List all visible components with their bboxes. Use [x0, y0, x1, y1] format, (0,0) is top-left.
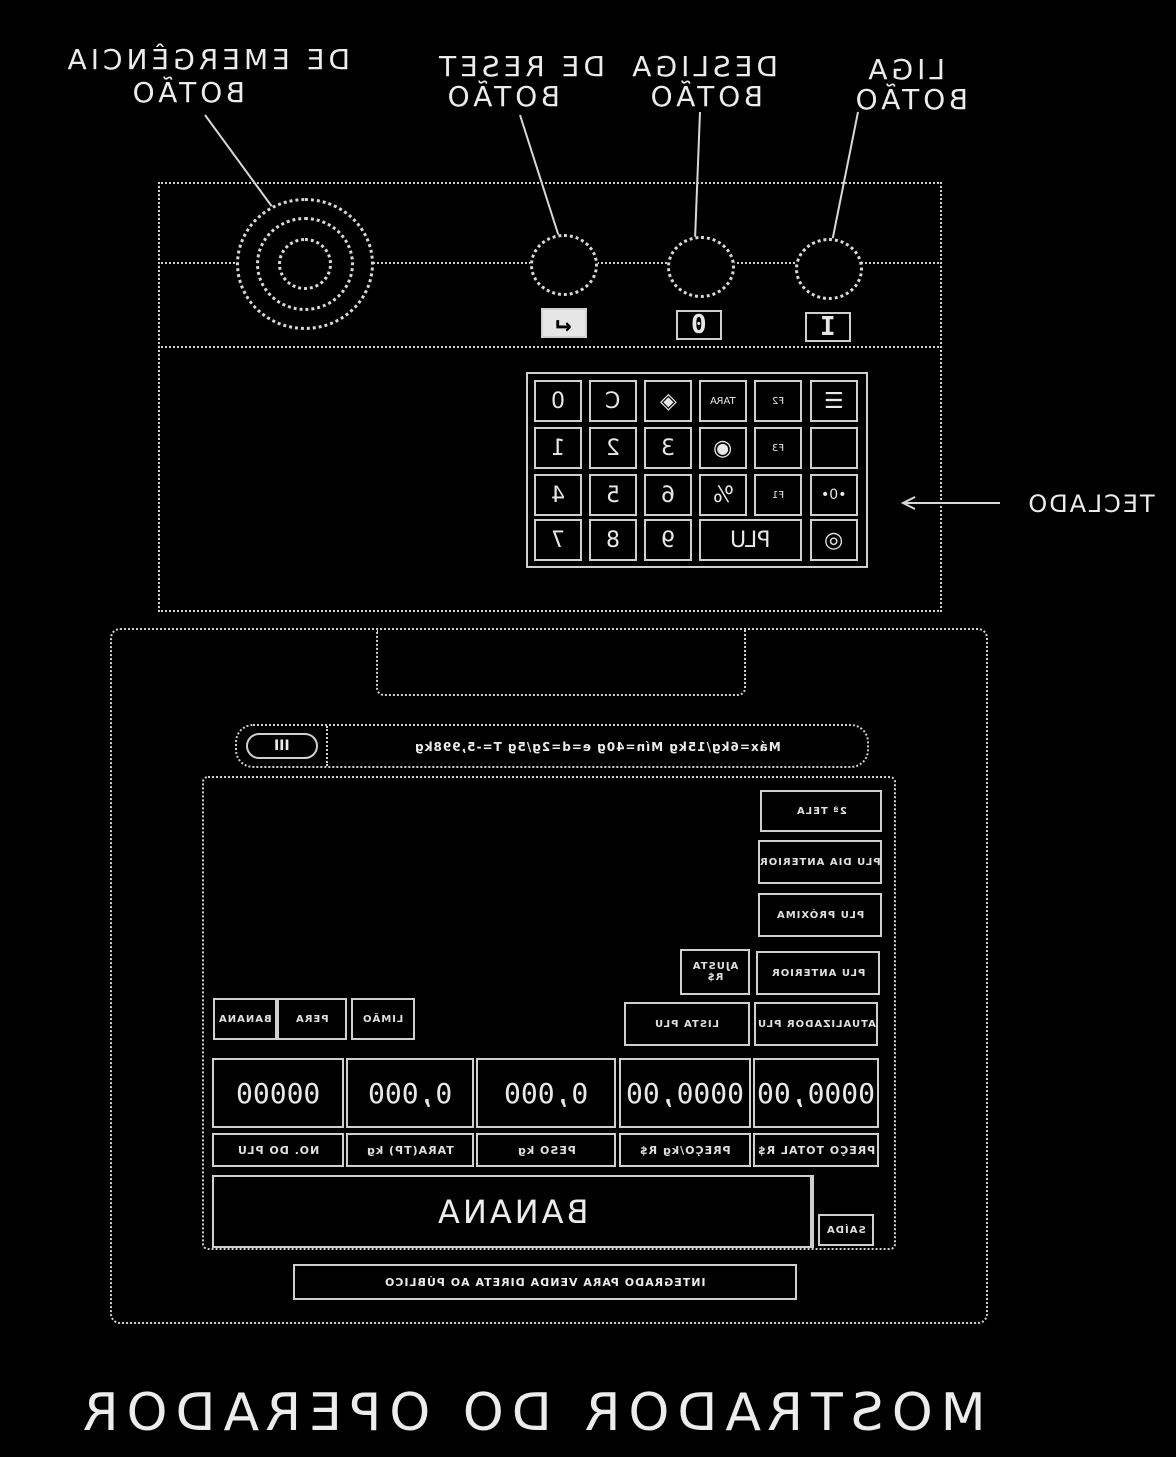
display-screen [202, 776, 896, 1250]
key-0[interactable]: 0 [534, 380, 582, 422]
key-f1[interactable]: F1 [754, 474, 802, 516]
value-preco-kg: 0000,00 [619, 1058, 751, 1128]
atualizador-plu-button[interactable]: ATUALIZADOR PLU [754, 1002, 878, 1046]
desliga-symbol: 0 [676, 310, 722, 340]
keypad [526, 372, 868, 568]
key-c[interactable]: C [589, 380, 637, 422]
status-bar-divider [326, 726, 328, 766]
teclado-label: TECLADO [1026, 490, 1155, 518]
key-tara[interactable]: TARA [699, 380, 747, 422]
reset-button[interactable] [530, 234, 598, 296]
value-plu-number: 00000 [212, 1058, 344, 1128]
product-button-pera[interactable]: PERA [277, 998, 347, 1040]
plu-proxima-button[interactable]: PLU PRÓXIMA [758, 893, 882, 937]
product-button-banana[interactable]: BANANA [213, 998, 277, 1040]
key-target[interactable]: ◉ [699, 427, 747, 469]
status-text: Máx=6kg/15kg Mín=40g e=d=2g/5g T=-5,998k… [414, 740, 781, 754]
product-button-limao[interactable]: LIMÃO [351, 998, 415, 1040]
reset-symbol: ↵ [541, 308, 587, 338]
emergency-button-core [278, 238, 332, 290]
key-2[interactable]: 2 [589, 427, 637, 469]
key-f2[interactable]: F2 [754, 380, 802, 422]
lista-plu-button[interactable]: LISTA PLU [624, 1002, 750, 1046]
value-peso: 0,000 [476, 1058, 616, 1128]
status-icon: III [246, 733, 318, 759]
key-plu[interactable]: PLU [699, 519, 802, 561]
key-diamond[interactable]: ◈ [644, 380, 692, 422]
display-tab [376, 630, 746, 696]
key-menu[interactable]: ☰ [810, 380, 858, 422]
value-preco-total: 0000,00 [753, 1058, 879, 1128]
product-name-side [812, 1175, 878, 1248]
key-7[interactable]: 7 [534, 519, 582, 561]
key-4[interactable]: 4 [534, 474, 582, 516]
key-5[interactable]: 5 [589, 474, 637, 516]
header-plu-number: NO. DO PLU [212, 1133, 344, 1167]
key-percent[interactable]: % [699, 474, 747, 516]
header-peso: PESO kg [476, 1133, 616, 1167]
key-6[interactable]: 6 [644, 474, 692, 516]
desliga-button[interactable] [667, 236, 735, 298]
emergency-button-inner [256, 217, 354, 311]
key-9[interactable]: 9 [644, 519, 692, 561]
key-eye[interactable]: ◎ [810, 519, 858, 561]
header-preco-total: PREÇO TOTAL R$ [753, 1133, 879, 1167]
display-housing [110, 628, 988, 1324]
panel-divider [158, 346, 942, 348]
header-preco-kg: PREÇO/kg R$ [619, 1133, 751, 1167]
page-title: MOSTRADOR DO OPERADOR [74, 1383, 986, 1443]
liga-button[interactable] [795, 238, 863, 300]
product-name-box: BANANA [212, 1175, 812, 1248]
ajusta-button[interactable]: AJUSTA R$ [680, 949, 750, 995]
header-tara: TARA(TP) kg [346, 1133, 474, 1167]
liga-symbol: I [805, 312, 851, 342]
plu-dia-anterior-button[interactable]: PLU DIA ANTERIOR [758, 840, 882, 884]
saida-button[interactable]: SAÍDA [818, 1214, 874, 1246]
footer-banner: INTEGRADO PARA VENDA DIRETA AO PÚBLICO [293, 1264, 797, 1300]
status-bar [235, 724, 869, 768]
control-panel [158, 182, 942, 612]
key-3[interactable]: 3 [644, 427, 692, 469]
segunda-tela-button[interactable]: 2ª TELA [760, 790, 882, 832]
key-zero-point[interactable]: •0• [810, 474, 858, 516]
key-f3[interactable]: F3 [754, 427, 802, 469]
key-1[interactable]: 1 [534, 427, 582, 469]
key-8[interactable]: 8 [589, 519, 637, 561]
plu-anterior-button[interactable]: PLU ANTERIOR [756, 951, 880, 995]
value-tara: 0,000 [346, 1058, 474, 1128]
key-blank[interactable] [810, 427, 858, 469]
